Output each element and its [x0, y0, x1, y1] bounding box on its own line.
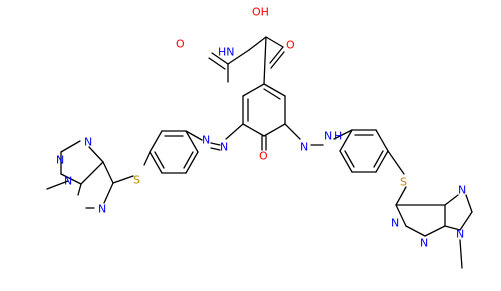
right-purine-n3-label: N: [420, 237, 428, 250]
amide-nh-label: HN: [218, 46, 235, 59]
central-ring: [242, 83, 286, 151]
hydrazone-nitrogen-2-label: N: [324, 130, 332, 143]
right-purine: [395, 186, 473, 269]
right-purine-n7-label: N: [458, 184, 466, 197]
ketone-oxygen-label: O: [259, 150, 268, 163]
azo-nitrogen-2-label: N: [202, 134, 210, 147]
carboxyl-oxygen-label: O: [286, 39, 295, 52]
left-purine-n3-label: N: [56, 154, 64, 167]
left-purine-n1-label: N: [84, 136, 92, 149]
azo-linkage: [185, 123, 244, 151]
right-sulfur-label: S: [400, 176, 407, 189]
atom-labels: OH O O HN O N N N N H S S N N N N N N N …: [56, 6, 466, 250]
left-purine: [46, 140, 134, 209]
right-phenyl-ring: [339, 129, 405, 175]
azo-nitrogen-1-label: N: [220, 141, 228, 154]
left-purine-n7-label: N: [98, 203, 106, 216]
hydrazone-hydrogen-label: H: [334, 130, 342, 143]
left-phenyl-ring: [143, 130, 199, 174]
right-purine-n9-label: N: [456, 228, 464, 241]
hydrazone-nitrogen-1-label: N: [300, 141, 308, 154]
oh-label: OH: [252, 6, 269, 19]
acetyl-amino-acid-group: [208, 36, 285, 85]
hydrazone-linkage: [284, 123, 353, 146]
left-purine-n9-label: N: [64, 175, 72, 188]
right-purine-n1-label: N: [391, 217, 399, 230]
acetyl-oxygen-label: O: [176, 38, 185, 51]
left-sulfur-label: S: [133, 174, 140, 187]
